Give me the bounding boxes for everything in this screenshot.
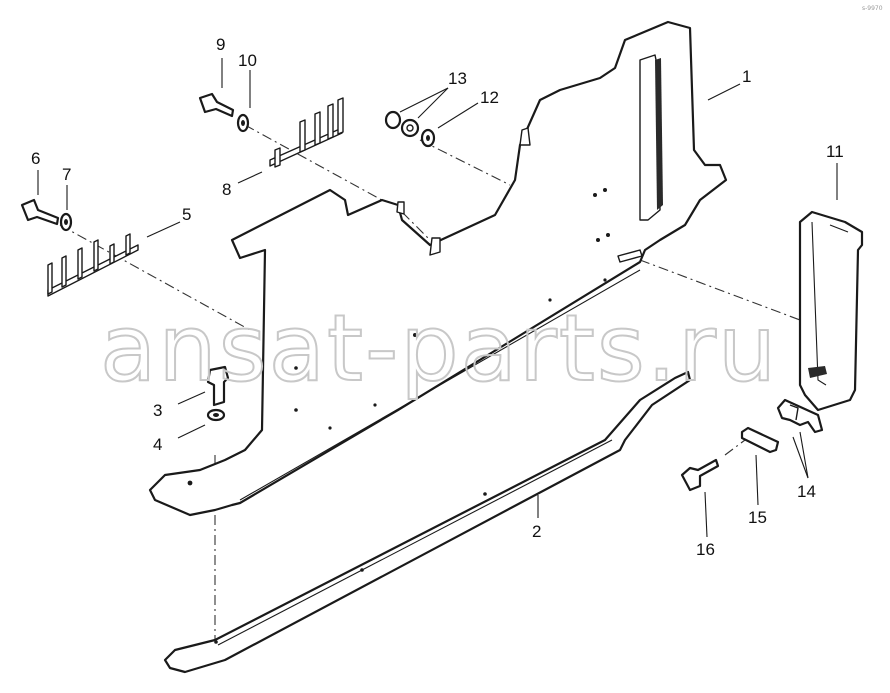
assembly-lines — [59, 124, 801, 650]
washer-part-10 — [236, 113, 250, 133]
lower-rail-part-2 — [163, 370, 692, 674]
callout-8: 8 — [222, 180, 231, 199]
callout-10: 10 — [238, 51, 257, 70]
callout-7: 7 — [62, 165, 71, 184]
bolt-part-6 — [20, 198, 60, 226]
end-cap-part-11 — [798, 210, 864, 412]
callout-13: 13 — [448, 69, 467, 88]
callout-12: 12 — [480, 88, 499, 107]
callout-6: 6 — [31, 149, 40, 168]
washer-part-7 — [59, 212, 73, 232]
leader-lines — [37, 58, 838, 538]
corner-mark: s-9970 — [862, 5, 883, 12]
callout-11: 11 — [826, 142, 844, 161]
side-panel-part-1 — [148, 20, 728, 517]
watermark: ansat-parts.ru — [100, 295, 778, 402]
callout-9: 9 — [216, 35, 225, 54]
callout-2: 2 — [532, 522, 541, 541]
callout-4: 4 — [153, 435, 162, 454]
plate-part-15 — [740, 426, 780, 454]
comb-strip-part-8 — [269, 97, 344, 168]
washer-part-4 — [206, 408, 226, 422]
callout-labels: 1 2 3 4 5 6 7 8 9 10 11 12 13 14 15 16 — [31, 35, 844, 559]
callout-16: 16 — [696, 540, 715, 559]
callout-15: 15 — [748, 508, 767, 527]
bracket-part-14 — [776, 398, 824, 434]
bolt-part-9 — [198, 92, 235, 118]
callout-1: 1 — [742, 67, 751, 86]
callout-14: 14 — [797, 482, 816, 501]
washer-part-12 — [420, 128, 436, 148]
callout-5: 5 — [182, 205, 191, 224]
callout-3: 3 — [153, 401, 162, 420]
comb-strip-part-5 — [47, 233, 139, 297]
bolt-part-16 — [680, 458, 720, 492]
bolt-part-3 — [206, 365, 230, 407]
nuts-part-13 — [384, 110, 420, 138]
